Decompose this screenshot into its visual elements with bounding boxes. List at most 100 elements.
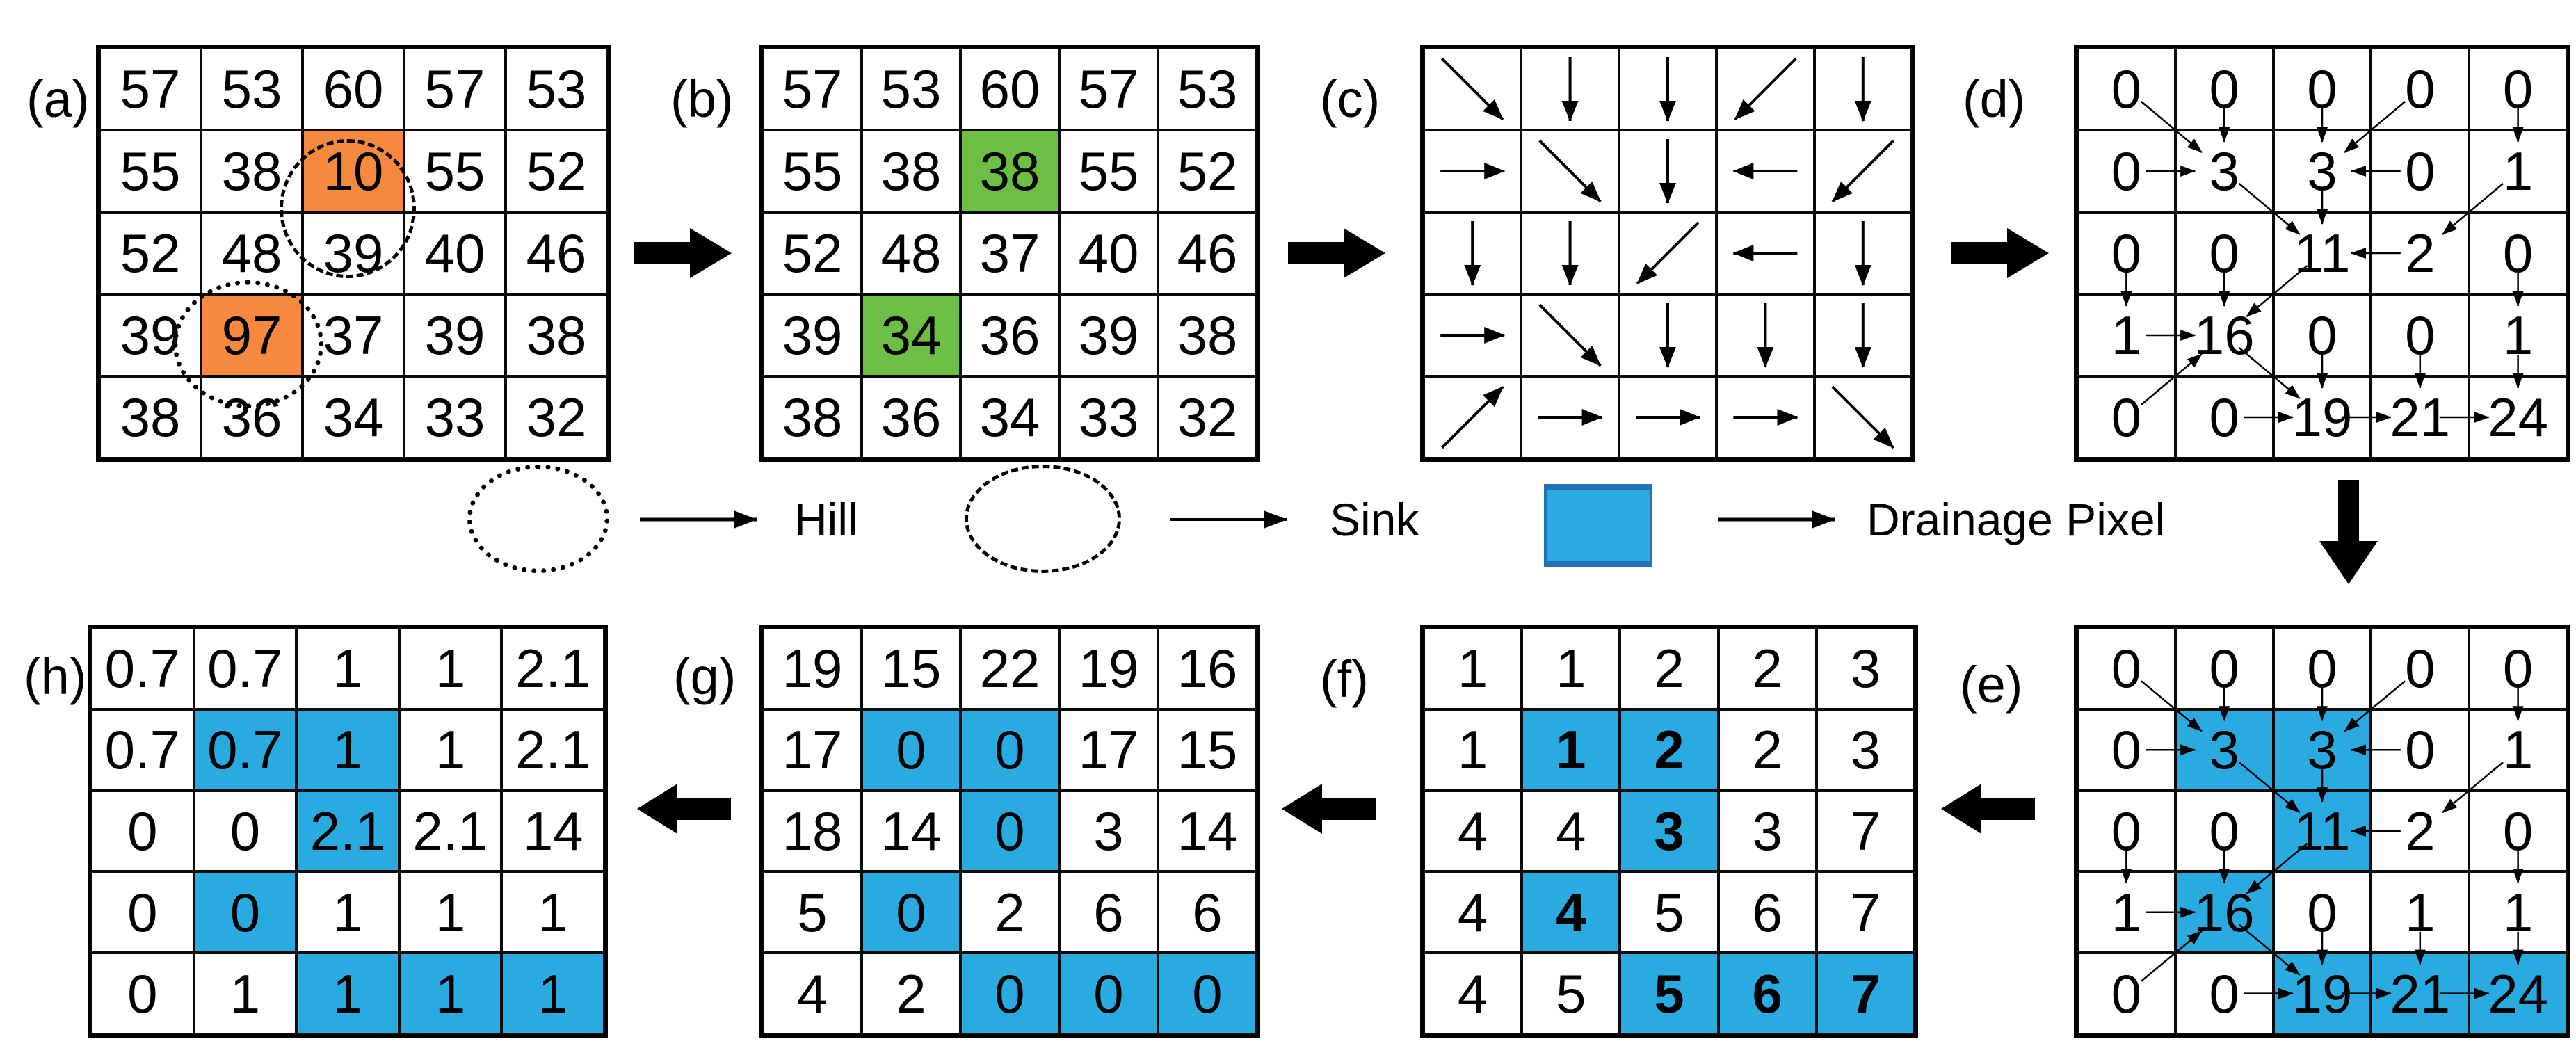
grid-d-cell-r0c4: 0 — [2469, 48, 2567, 130]
grid-a-cell-r0c0: 57 — [99, 48, 201, 130]
grid-g-cell-r3c3: 6 — [1059, 871, 1158, 953]
drainage-legend-label: Drainage Pixel — [1867, 494, 2166, 545]
grid-g-cell-r2c3: 3 — [1059, 790, 1158, 872]
grid-g-cell-r1c0: 17 — [763, 709, 862, 791]
grid-c-cell-r2c1 — [1521, 212, 1619, 294]
grid-b-cell-r3c1: 34 — [862, 294, 960, 376]
grid-a-cell-r0c3: 57 — [404, 48, 506, 130]
legend-arrow-icon — [1718, 510, 1835, 529]
grid-f-cell-r1c2: 2 — [1620, 709, 1718, 791]
grid-f-cell-r2c2: 3 — [1620, 790, 1718, 872]
grid-f-cell-r2c1: 4 — [1522, 790, 1620, 872]
grid-g-cell-r3c2: 2 — [960, 871, 1059, 953]
grid-h-cell-r2c0: 0 — [91, 790, 194, 872]
grid-h-cell-r2c4: 14 — [501, 790, 604, 872]
sink-legend-ellipse-icon — [965, 465, 1121, 573]
grid-c-cell-r1c2 — [1618, 130, 1717, 212]
grid-d-cell-r1c4: 1 — [2469, 130, 2567, 212]
grid-b-cell-r1c2: 38 — [960, 130, 1059, 212]
grid-e-cell-r2c1: 0 — [2175, 790, 2273, 872]
grid-e-cell-r1c2: 3 — [2273, 709, 2372, 791]
grid-b-cell-r0c4: 53 — [1158, 48, 1257, 130]
grid-d-cell-r2c0: 0 — [2077, 212, 2175, 294]
grid-d-cell-r0c0: 0 — [2077, 48, 2175, 130]
grid-h-cell-r2c1: 0 — [193, 790, 297, 872]
grid-d-cell-r4c1: 0 — [2175, 376, 2273, 458]
grid-e-cell-r1c0: 0 — [2077, 709, 2175, 791]
grid-c-cell-r3c3 — [1716, 294, 1814, 376]
grid-c-cell-r1c1 — [1521, 130, 1619, 212]
grid-f-cell-r4c3: 6 — [1718, 953, 1817, 1034]
grid-c-cell-r2c4 — [1814, 212, 1912, 294]
grid-c-label: (c) — [1320, 70, 1380, 128]
grid-f-cell-r0c3: 2 — [1718, 628, 1817, 709]
grid-e-cell-r4c2: 19 — [2273, 953, 2372, 1034]
grid-f-label: (f) — [1320, 650, 1369, 708]
hill-legend-label: Hill — [794, 494, 858, 545]
process-arrow-left-icon — [637, 784, 731, 834]
grid-c-cell-r0c3 — [1716, 48, 1814, 130]
grid-c-cell-r3c2 — [1618, 294, 1717, 376]
grid-g-cell-r0c2: 22 — [960, 628, 1059, 709]
grid-a-cell-r0c2: 60 — [303, 48, 404, 130]
grid-b-cell-r3c0: 39 — [763, 294, 862, 376]
grid-g-cell-r4c1: 2 — [862, 953, 960, 1034]
grid-d-cell-r1c0: 0 — [2077, 130, 2175, 212]
grid-h-label: (h) — [24, 647, 87, 705]
grid-h-cell-r2c2: 2.1 — [296, 790, 399, 872]
grid-h-cell-r0c0: 0.7 — [91, 628, 194, 709]
grid-a-cell-r4c3: 33 — [404, 376, 506, 458]
grid-c-cell-r4c1 — [1521, 376, 1619, 458]
grid-e-cell-r0c1: 0 — [2175, 628, 2273, 709]
grid-f-cell-r1c4: 3 — [1816, 709, 1915, 791]
grid-h-cell-r1c2: 1 — [296, 709, 399, 791]
sink-legend-label: Sink — [1330, 494, 1419, 545]
grid-g-cell-r3c1: 0 — [862, 871, 960, 953]
grid-b-cell-r4c3: 33 — [1059, 376, 1158, 458]
grid-c-cell-r4c3 — [1716, 376, 1814, 458]
grid-b-cell-r2c3: 40 — [1059, 212, 1158, 294]
grid-b-cell-r0c0: 57 — [763, 48, 862, 130]
grid-e-cell-r3c0: 1 — [2077, 871, 2175, 953]
grid-d-cell-r0c1: 0 — [2175, 48, 2273, 130]
grid-e-cell-r4c4: 24 — [2469, 953, 2567, 1034]
grid-c-cell-r0c2 — [1618, 48, 1717, 130]
grid-f-cell-r3c4: 7 — [1816, 871, 1915, 953]
grid-f-cell-r0c2: 2 — [1620, 628, 1718, 709]
grid-e-cell-r0c2: 0 — [2273, 628, 2372, 709]
grid-e-cell-r0c0: 0 — [2077, 628, 2175, 709]
grid-g-cell-r2c4: 14 — [1158, 790, 1257, 872]
grid-f-cell-r4c4: 7 — [1816, 953, 1915, 1034]
grid-b-cell-r0c3: 57 — [1059, 48, 1158, 130]
grid-h-cell-r4c0: 0 — [91, 953, 194, 1034]
grid-f-cell-r3c3: 6 — [1718, 871, 1817, 953]
process-arrow-right-icon — [1951, 228, 2049, 278]
grid-b-cell-r4c1: 36 — [862, 376, 960, 458]
process-arrow-down-icon — [2319, 480, 2378, 584]
grid-g-cell-r4c0: 4 — [763, 953, 862, 1034]
grid-c-cell-r0c0 — [1424, 48, 1522, 130]
grid-g-cell-r4c2: 0 — [960, 953, 1059, 1034]
grid-c-cell-r1c4 — [1814, 130, 1912, 212]
grid-h-cell-r1c0: 0.7 — [91, 709, 194, 791]
grid-c-cell-r1c0 — [1424, 130, 1522, 212]
grid-e-cell-r1c1: 3 — [2175, 709, 2273, 791]
grid-f-cell-r1c3: 2 — [1718, 709, 1817, 791]
grid-b-cell-r3c2: 36 — [960, 294, 1059, 376]
grid-b-cell-r2c0: 52 — [763, 212, 862, 294]
grid-f-cell-r4c1: 5 — [1522, 953, 1620, 1034]
grid-d-cell-r1c3: 0 — [2371, 130, 2470, 212]
grid-g-cell-r1c2: 0 — [960, 709, 1059, 791]
grid-e-cell-r0c3: 0 — [2371, 628, 2470, 709]
grid-c-cell-r0c1 — [1521, 48, 1619, 130]
grid-e-cell-r1c3: 0 — [2371, 709, 2470, 791]
grid-e-label: (e) — [1960, 656, 2023, 714]
grid-g-cell-r0c3: 19 — [1059, 628, 1158, 709]
grid-h-cell-r0c2: 1 — [296, 628, 399, 709]
grid-d-cell-r3c0: 1 — [2077, 294, 2175, 376]
grid-e-cell-r3c3: 1 — [2371, 871, 2470, 953]
grid-d-cell-r2c2: 11 — [2273, 212, 2372, 294]
grid-f-cell-r3c2: 5 — [1620, 871, 1718, 953]
grid-d-cell-r4c3: 21 — [2371, 376, 2470, 458]
